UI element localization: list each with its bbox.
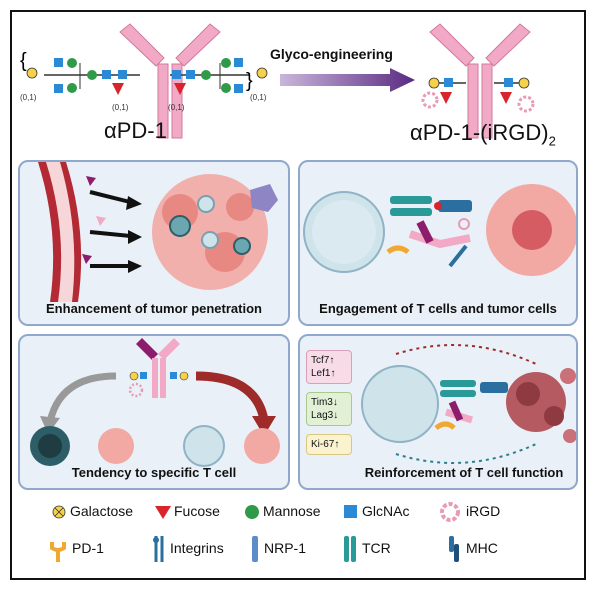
mannose-icon: [245, 505, 259, 519]
copy-note-1: (0,1): [20, 93, 37, 102]
copy-note-3: (0,1): [168, 103, 185, 112]
legend-mannose: Mannose: [263, 503, 321, 519]
panel-caption-tumor-penetration: Enhancement of tumor penetration: [46, 301, 262, 316]
glycan-chain-right: }: [170, 58, 268, 95]
tcr-icon: [344, 536, 356, 562]
blood-vessel-illustration: [38, 162, 278, 302]
irgd-icon: [440, 502, 460, 522]
marker-tim3: Tim3↓: [311, 397, 338, 408]
antibody-right-label: αPD-1-(iRGD)2: [410, 120, 556, 148]
glcnac-icon: [344, 505, 357, 518]
panel-engagement: Engagement of T cells and tumor cells: [298, 160, 578, 326]
glyco-engineering-label: Glyco-engineering: [270, 46, 393, 62]
legend-galactose: Galactose: [70, 503, 134, 519]
legend-integrins: Integrins: [170, 540, 224, 556]
panel-specific-t-cell: Tendency to specific T cell: [18, 334, 290, 490]
antibody-right-label-sub: 2: [548, 133, 556, 149]
panel-t-cell-function: Tcf7↑ Lef1↑ Tim3↓ Lag3↓ Ki-67↑ Reinforce…: [298, 334, 578, 490]
copy-note-4: (0,1): [250, 93, 267, 102]
integrins-icon: [153, 536, 164, 562]
antibody-left: [119, 23, 221, 139]
copy-note-2: (0,1): [112, 103, 129, 112]
legend-fucose: Fucose: [174, 503, 220, 519]
glycan-chain-left: {: [20, 50, 140, 95]
t-cell-function-illustration: [361, 344, 576, 464]
antibody-left-label: αPD-1: [104, 118, 167, 143]
svg-text:}: }: [246, 70, 253, 92]
pd1-icon: [50, 542, 66, 562]
panel-caption-engagement: Engagement of T cells and tumor cells: [319, 301, 557, 316]
marker-lef1: Lef1↑: [311, 368, 336, 379]
marker-badge-proliferation: Ki-67↑: [306, 434, 352, 455]
mhc-icon: [449, 536, 459, 562]
antibody-right: [421, 23, 535, 139]
antibody-right-label-main: αPD-1-(iRGD): [410, 120, 549, 145]
panel-caption-t-cell-function: Reinforcement of T cell function: [364, 465, 564, 480]
marker-badge-exhaustion: Tim3↓ Lag3↓: [306, 392, 352, 426]
legend-tcr: TCR: [362, 540, 391, 556]
legend-pd1: PD-1: [72, 540, 104, 556]
marker-ki67: Ki-67↑: [311, 439, 340, 450]
marker-badge-stemness: Tcf7↑ Lef1↑: [306, 350, 352, 384]
legend-glcnac: GlcNAc: [362, 503, 410, 519]
glyco-engineering-arrow: [280, 68, 415, 92]
nrp1-icon: [252, 536, 258, 562]
fucose-icon: [155, 506, 171, 519]
galactose-icon: [52, 505, 66, 519]
legend-irgd: iRGD: [466, 503, 501, 519]
engagement-illustration: [303, 184, 576, 276]
marker-lag3: Lag3↓: [311, 410, 339, 421]
legend-nrp1: NRP-1: [264, 540, 307, 556]
panel-tumor-penetration: Enhancement of tumor penetration: [18, 160, 290, 326]
panel-caption-specific-t-cell: Tendency to specific T cell: [71, 465, 237, 480]
marker-tcf7: Tcf7↑: [311, 355, 335, 366]
specific-t-cell-illustration: [30, 338, 280, 467]
legend-mhc: MHC: [466, 540, 498, 556]
svg-text:{: {: [20, 50, 27, 72]
